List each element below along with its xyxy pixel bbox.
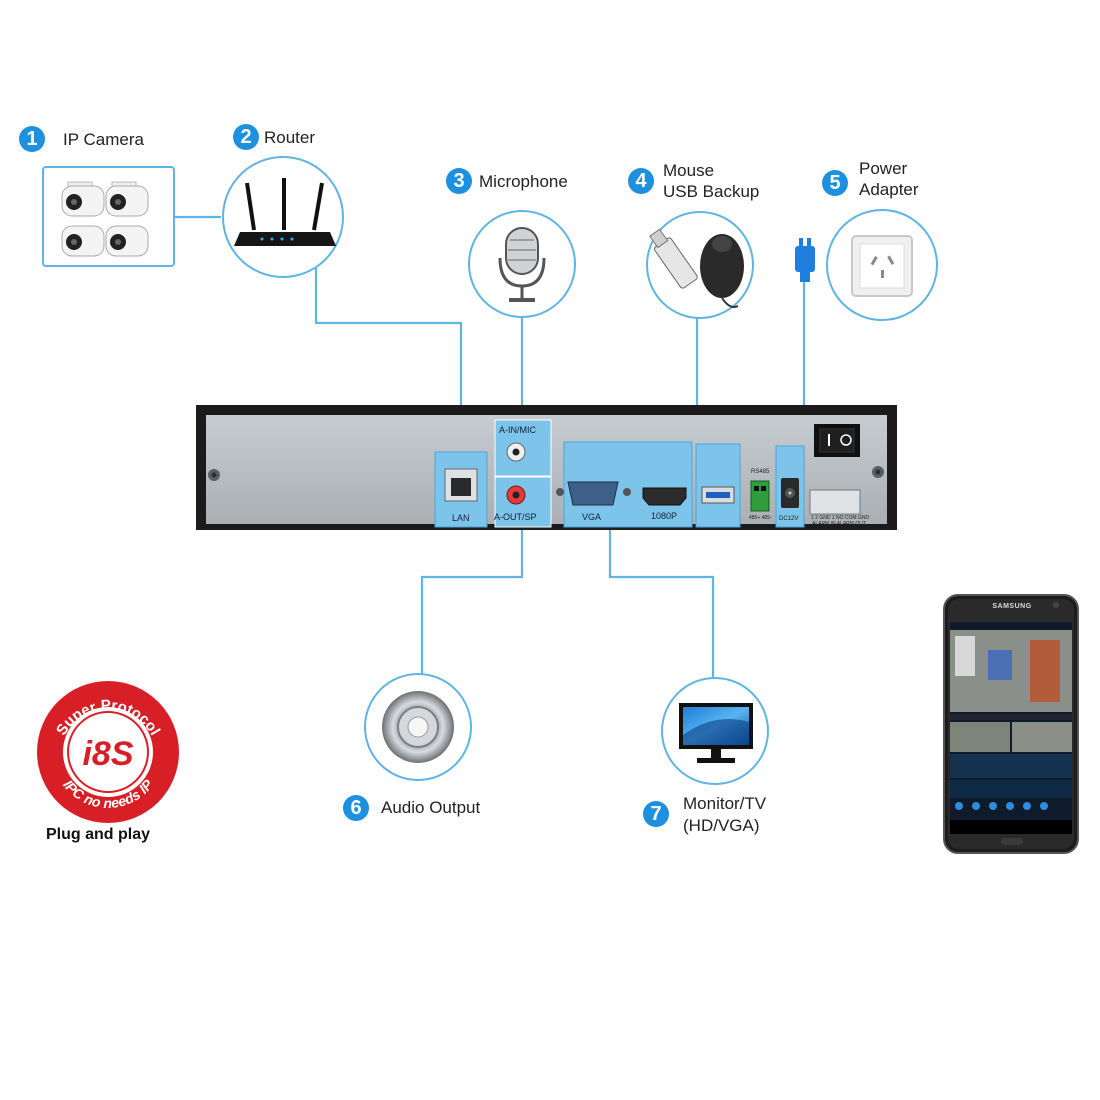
callout-number-7: 7: [643, 801, 669, 827]
callout-number-3: 3: [446, 168, 472, 194]
label-microphone: Microphone: [479, 172, 568, 191]
port-label-dc12v: DC12V: [779, 516, 799, 522]
line-aout-speaker: [420, 526, 524, 676]
label-router: Router: [264, 128, 316, 147]
label-usb-backup: USB Backup: [663, 182, 760, 201]
alarm-pin-labels: 1 2 GND 1 NO COM GND: [811, 515, 870, 521]
label-hd-vga: (HD/VGA): [683, 816, 760, 835]
connection-lines: [174, 215, 806, 680]
callout-number-5: 5: [822, 170, 848, 196]
port-label-rs485-pins: 485+ 485-: [749, 515, 772, 521]
label-ip-camera: IP Camera: [63, 130, 144, 149]
port-label-rs485: RS485: [751, 469, 770, 475]
phone-brand-text: SAMSUNG: [992, 603, 1032, 610]
monitor-icon: [679, 703, 753, 763]
nvr-rear-panel: [196, 405, 897, 530]
port-label-ain-mic: A-IN/MIC: [499, 425, 536, 435]
port-label-aout-sp: A-OUT/SP: [494, 512, 537, 522]
callout-number-2: 2: [233, 124, 259, 150]
line-vga-monitor: [608, 526, 715, 680]
label-mouse: Mouse: [663, 161, 715, 180]
router-icon: [234, 178, 336, 246]
smartphone-image: [943, 594, 1079, 854]
line-router-lan: [314, 268, 463, 448]
ip-camera-icons: [61, 181, 149, 257]
super-protocol-badge: Super Protocol i8S IPC no needs IP: [37, 681, 179, 823]
alarm-labels: ALARM IN ALARM OUT: [812, 521, 866, 527]
plug-and-play-caption: Plug and play: [46, 826, 151, 843]
label-adapter: Adapter: [859, 180, 919, 199]
port-label-vga: VGA: [582, 512, 602, 522]
label-monitor-tv: Monitor/TV: [683, 794, 767, 813]
label-power: Power: [859, 159, 908, 178]
callout-number-1: 1: [19, 126, 45, 152]
power-adapter-icon: [795, 235, 913, 297]
microphone-icon: [498, 227, 546, 302]
callout-number-4: 4: [628, 168, 654, 194]
speaker-jack-icon: [382, 691, 454, 763]
port-label-hdmi: 1080P: [651, 511, 678, 521]
port-label-lan: LAN: [452, 513, 470, 523]
usb-mouse-icon: [649, 228, 744, 308]
callout-number-6: 6: [343, 795, 369, 821]
label-audio-output: Audio Output: [381, 798, 481, 817]
badge-center-text: i8S: [82, 735, 133, 773]
